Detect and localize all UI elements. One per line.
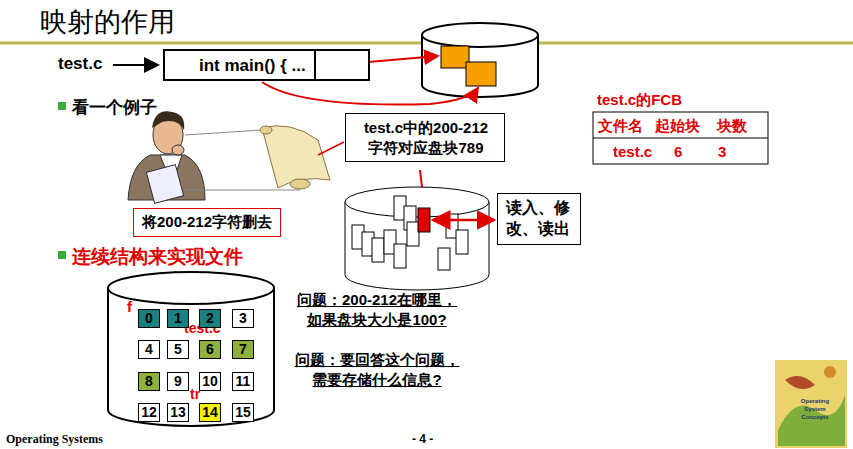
table-header: 块数 (717, 117, 747, 136)
table-cell: test.c (613, 143, 652, 160)
scroll (260, 126, 330, 189)
io-arrow (433, 219, 494, 222)
disk-block: 6 (199, 340, 221, 359)
disk-block: 8 (138, 372, 160, 391)
table-header: 文件名 (598, 117, 643, 136)
arrow (113, 64, 158, 66)
book-cover (775, 360, 847, 448)
disk-block: 1 (167, 309, 189, 328)
table-cell: 6 (674, 143, 682, 160)
node-text: 4 (141, 341, 157, 357)
footer: Operating Systems (6, 432, 103, 447)
sight-line (185, 190, 300, 191)
slide-title: 映射的作用 (40, 4, 175, 40)
fcb-table (593, 112, 768, 164)
table-cell: 3 (718, 143, 726, 160)
node-text: int main() { ... (199, 56, 306, 76)
disk-block: 7 (232, 340, 254, 359)
disk-block: 15 (232, 403, 254, 422)
node-text: 10 (202, 373, 218, 389)
io-box: 读入、修 改、读出 (497, 193, 581, 245)
disk-block: 4 (138, 340, 160, 359)
node-text: 2 (202, 310, 218, 326)
disk-blocks (108, 272, 274, 426)
node-text: 读入、修 改、读出 (506, 198, 572, 240)
disk-middle (345, 187, 489, 290)
page-number: - 4 - (412, 432, 433, 446)
disk-block: 2 (199, 309, 221, 328)
disk-block: 14 (199, 403, 221, 422)
node-text: 8 (141, 373, 157, 389)
node-text: 6 (202, 341, 218, 357)
box-divider (314, 51, 316, 79)
disk-block: 13 (167, 403, 189, 422)
block-label: f (127, 298, 132, 315)
node-text: 1 (170, 310, 186, 326)
table-header: 起始块 (655, 117, 700, 136)
node-text: 将200-212字符删去 (142, 213, 272, 232)
node-text: 11 (235, 373, 251, 389)
node-text: 5 (170, 341, 186, 357)
node-text: 12 (141, 404, 157, 420)
bullet (58, 102, 66, 110)
node-text: 0 (141, 310, 157, 326)
disk-block: 3 (232, 309, 254, 328)
node-text: 3 (235, 310, 251, 326)
node-text: 14 (202, 404, 218, 420)
disk-block: 11 (232, 372, 254, 391)
node-text: 15 (235, 404, 251, 420)
action-box: 将200-212字符删去 (133, 208, 281, 237)
disk-block: 10 (199, 372, 221, 391)
disk-block: 5 (167, 340, 189, 359)
node-text: 13 (170, 404, 186, 420)
disk-block: 9 (167, 372, 189, 391)
file-name: test.c (58, 54, 102, 74)
disk-block: 0 (138, 309, 160, 328)
disk-block: 12 (138, 403, 160, 422)
bullet-text: 看一个例子 (72, 96, 157, 119)
question: 问题：要回答这个问题， 需要存储什么信息? (288, 350, 466, 389)
callout-box: test.c中的200-212 字符对应盘块789 (345, 113, 505, 162)
table-title: test.c的FCB (597, 91, 682, 110)
disk-top (422, 23, 538, 97)
sight-line (185, 130, 262, 135)
node-text: 7 (235, 341, 251, 357)
book-title: Operating System Concepts (790, 398, 840, 421)
map-arrow (262, 82, 478, 105)
code-box: int main() { ... (163, 49, 370, 81)
bullet (58, 251, 66, 259)
node-text: test.c中的200-212 字符对应盘块789 (358, 118, 494, 157)
question: 问题：200-212在哪里， 如果盘块大小是100? (288, 290, 466, 329)
node-text: 9 (170, 373, 186, 389)
leader (318, 142, 344, 155)
section-heading: 连续结构来实现文件 (72, 244, 243, 270)
